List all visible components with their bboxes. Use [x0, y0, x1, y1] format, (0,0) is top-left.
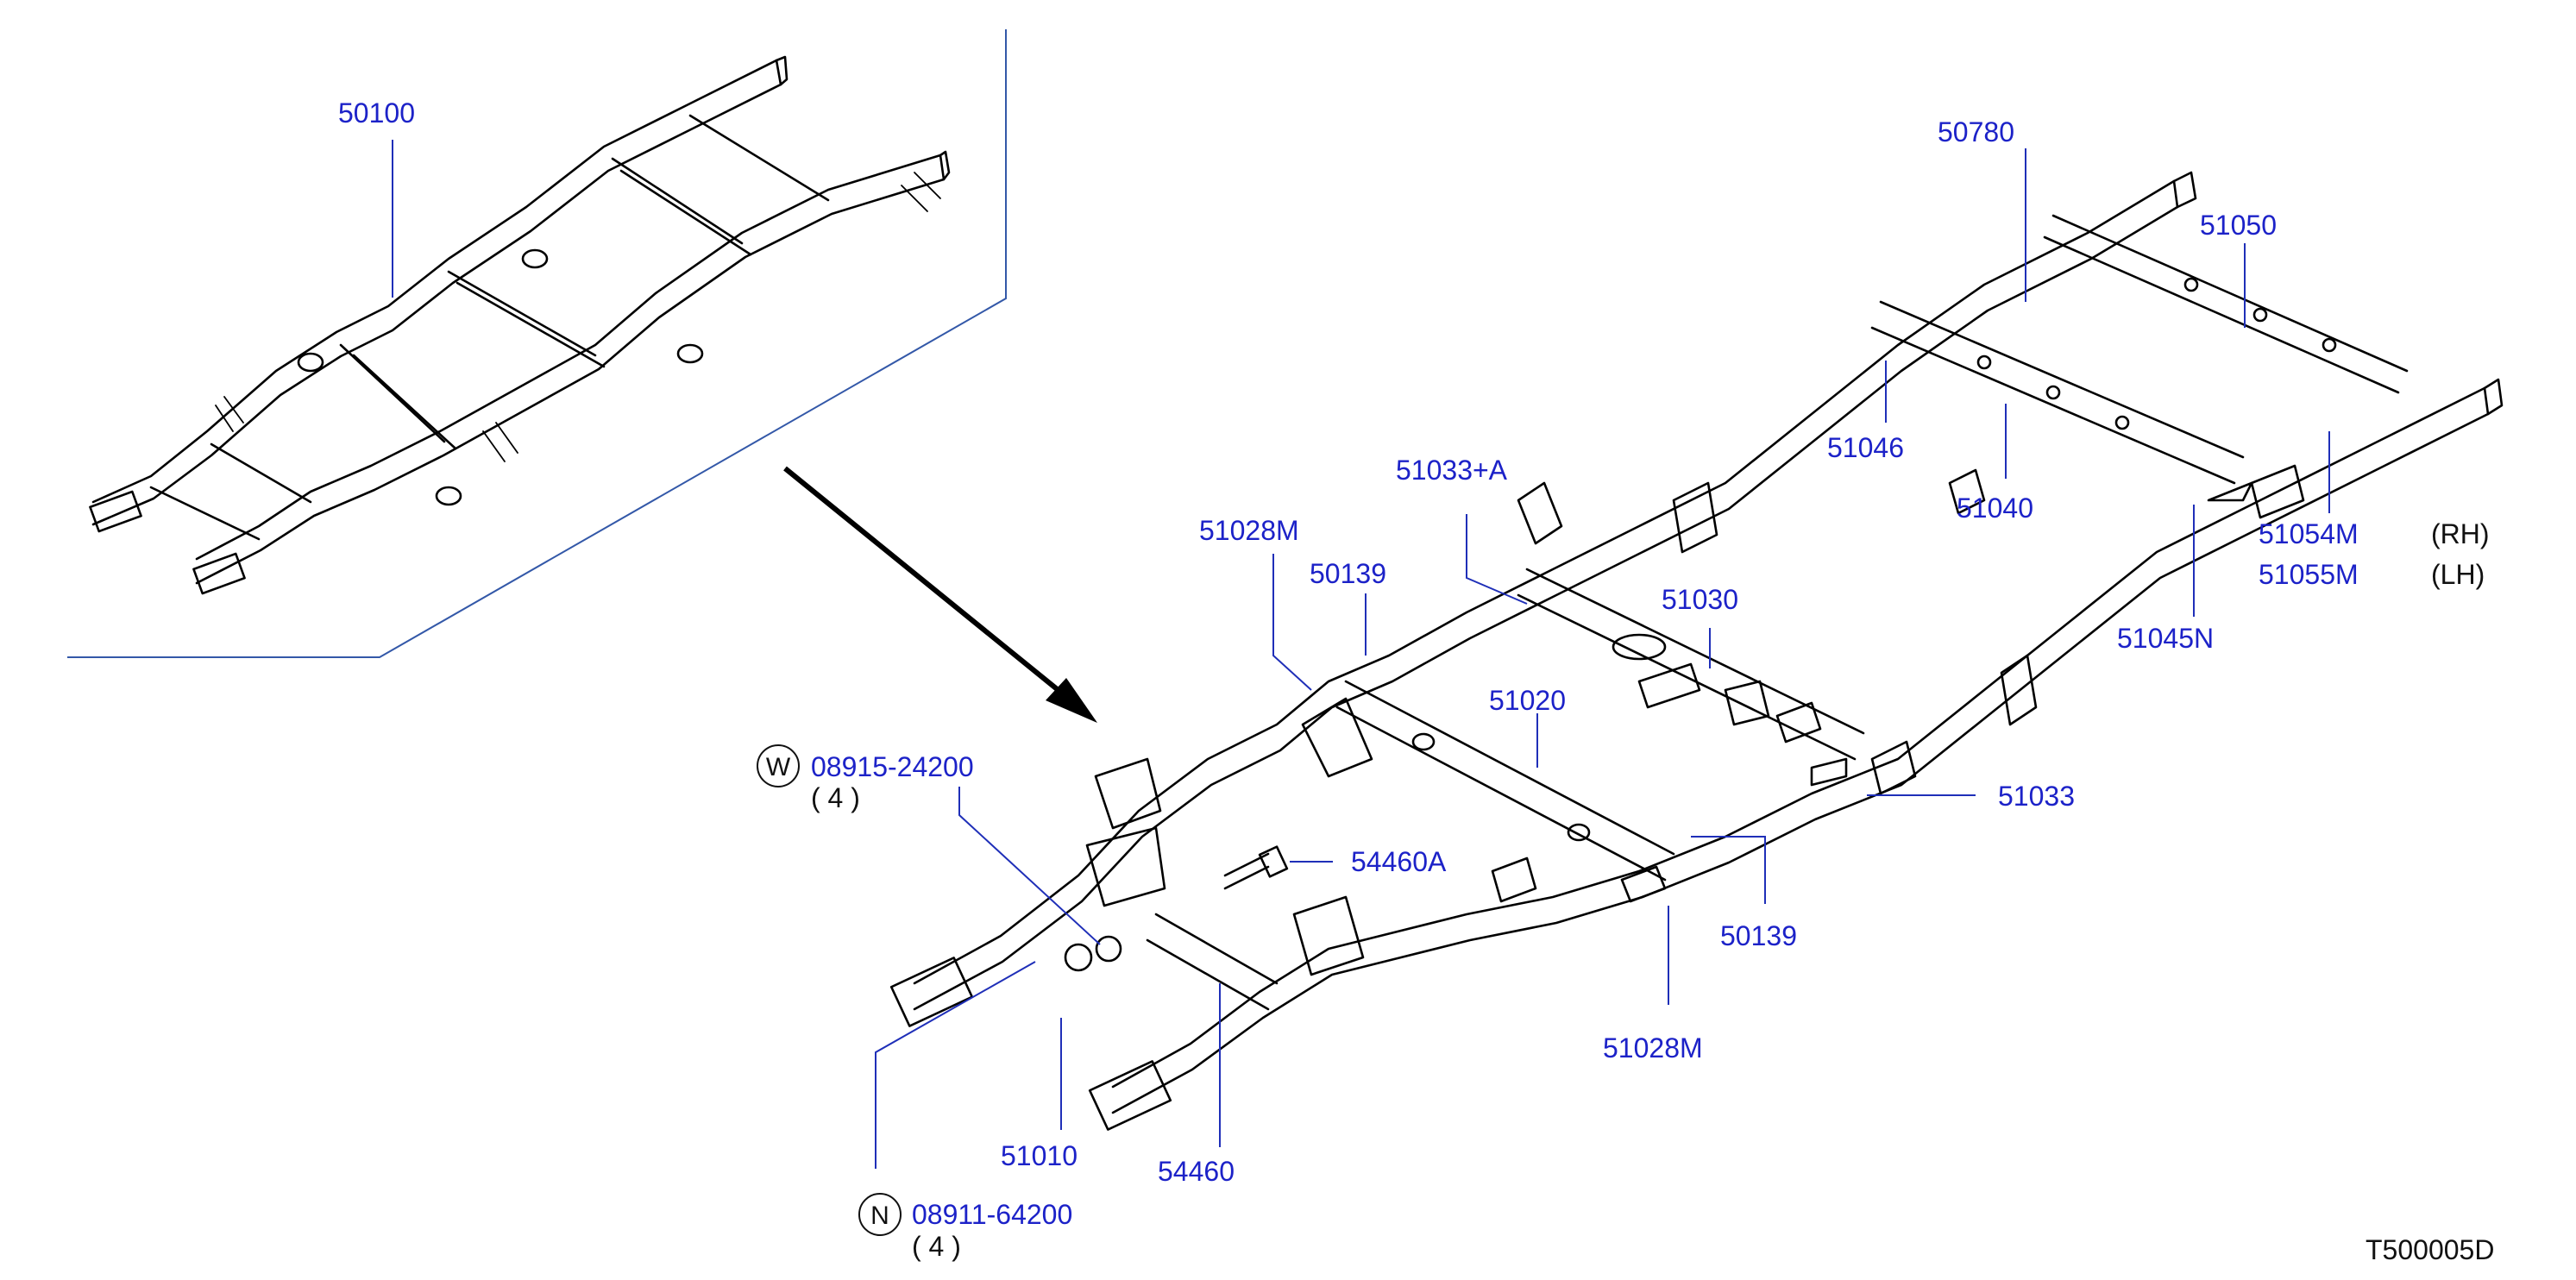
quantity-08915: ( 4 )	[811, 782, 860, 813]
part-label-51033a: 51033+A	[1396, 455, 1508, 486]
direction-arrow	[783, 466, 1097, 723]
washer-badge-letter: W	[766, 753, 791, 781]
part-label-50139-top: 50139	[1310, 558, 1386, 589]
part-label-08915: 08915-24200	[811, 751, 974, 782]
part-label-51046: 51046	[1827, 432, 1904, 463]
part-label-51040: 51040	[1957, 493, 2033, 524]
part-label-51033: 51033	[1998, 781, 2075, 812]
reference-code: T500005D	[2366, 1234, 2494, 1265]
side-lh: (LH)	[2431, 559, 2485, 590]
part-label-50100: 50100	[338, 97, 415, 129]
part-label-51045n: 51045N	[2117, 623, 2214, 654]
part-label-08911: 08911-64200	[912, 1199, 1072, 1230]
overview-frame-drawing	[89, 55, 951, 595]
part-label-50139-bottom: 50139	[1720, 920, 1797, 951]
part-label-51020: 51020	[1489, 685, 1566, 716]
part-label-51028m-bottom: 51028M	[1603, 1032, 1703, 1064]
part-label-51054m: 51054M	[2259, 518, 2359, 549]
part-label-51030: 51030	[1662, 584, 1738, 615]
part-label-51010: 51010	[1001, 1140, 1078, 1171]
inset-panel-border	[67, 29, 1007, 658]
main-frame-drawing	[889, 171, 2504, 1131]
part-label-50780: 50780	[1938, 116, 2014, 147]
leader-lines	[392, 140, 2330, 1169]
washer-badge: W	[757, 744, 800, 787]
side-rh: (RH)	[2431, 518, 2490, 549]
part-labels: 50100 50780 51050 51046 51040 51033+A 51…	[338, 97, 2359, 1230]
part-label-51055m: 51055M	[2259, 559, 2359, 590]
part-label-54460: 54460	[1158, 1156, 1235, 1187]
nut-badge-letter: N	[870, 1202, 889, 1230]
part-label-51028m-top: 51028M	[1199, 515, 1299, 546]
part-label-51050: 51050	[2200, 210, 2277, 241]
quantity-08911: ( 4 )	[912, 1231, 961, 1262]
part-label-54460a: 54460A	[1351, 846, 1447, 877]
nut-badge: N	[858, 1193, 902, 1236]
